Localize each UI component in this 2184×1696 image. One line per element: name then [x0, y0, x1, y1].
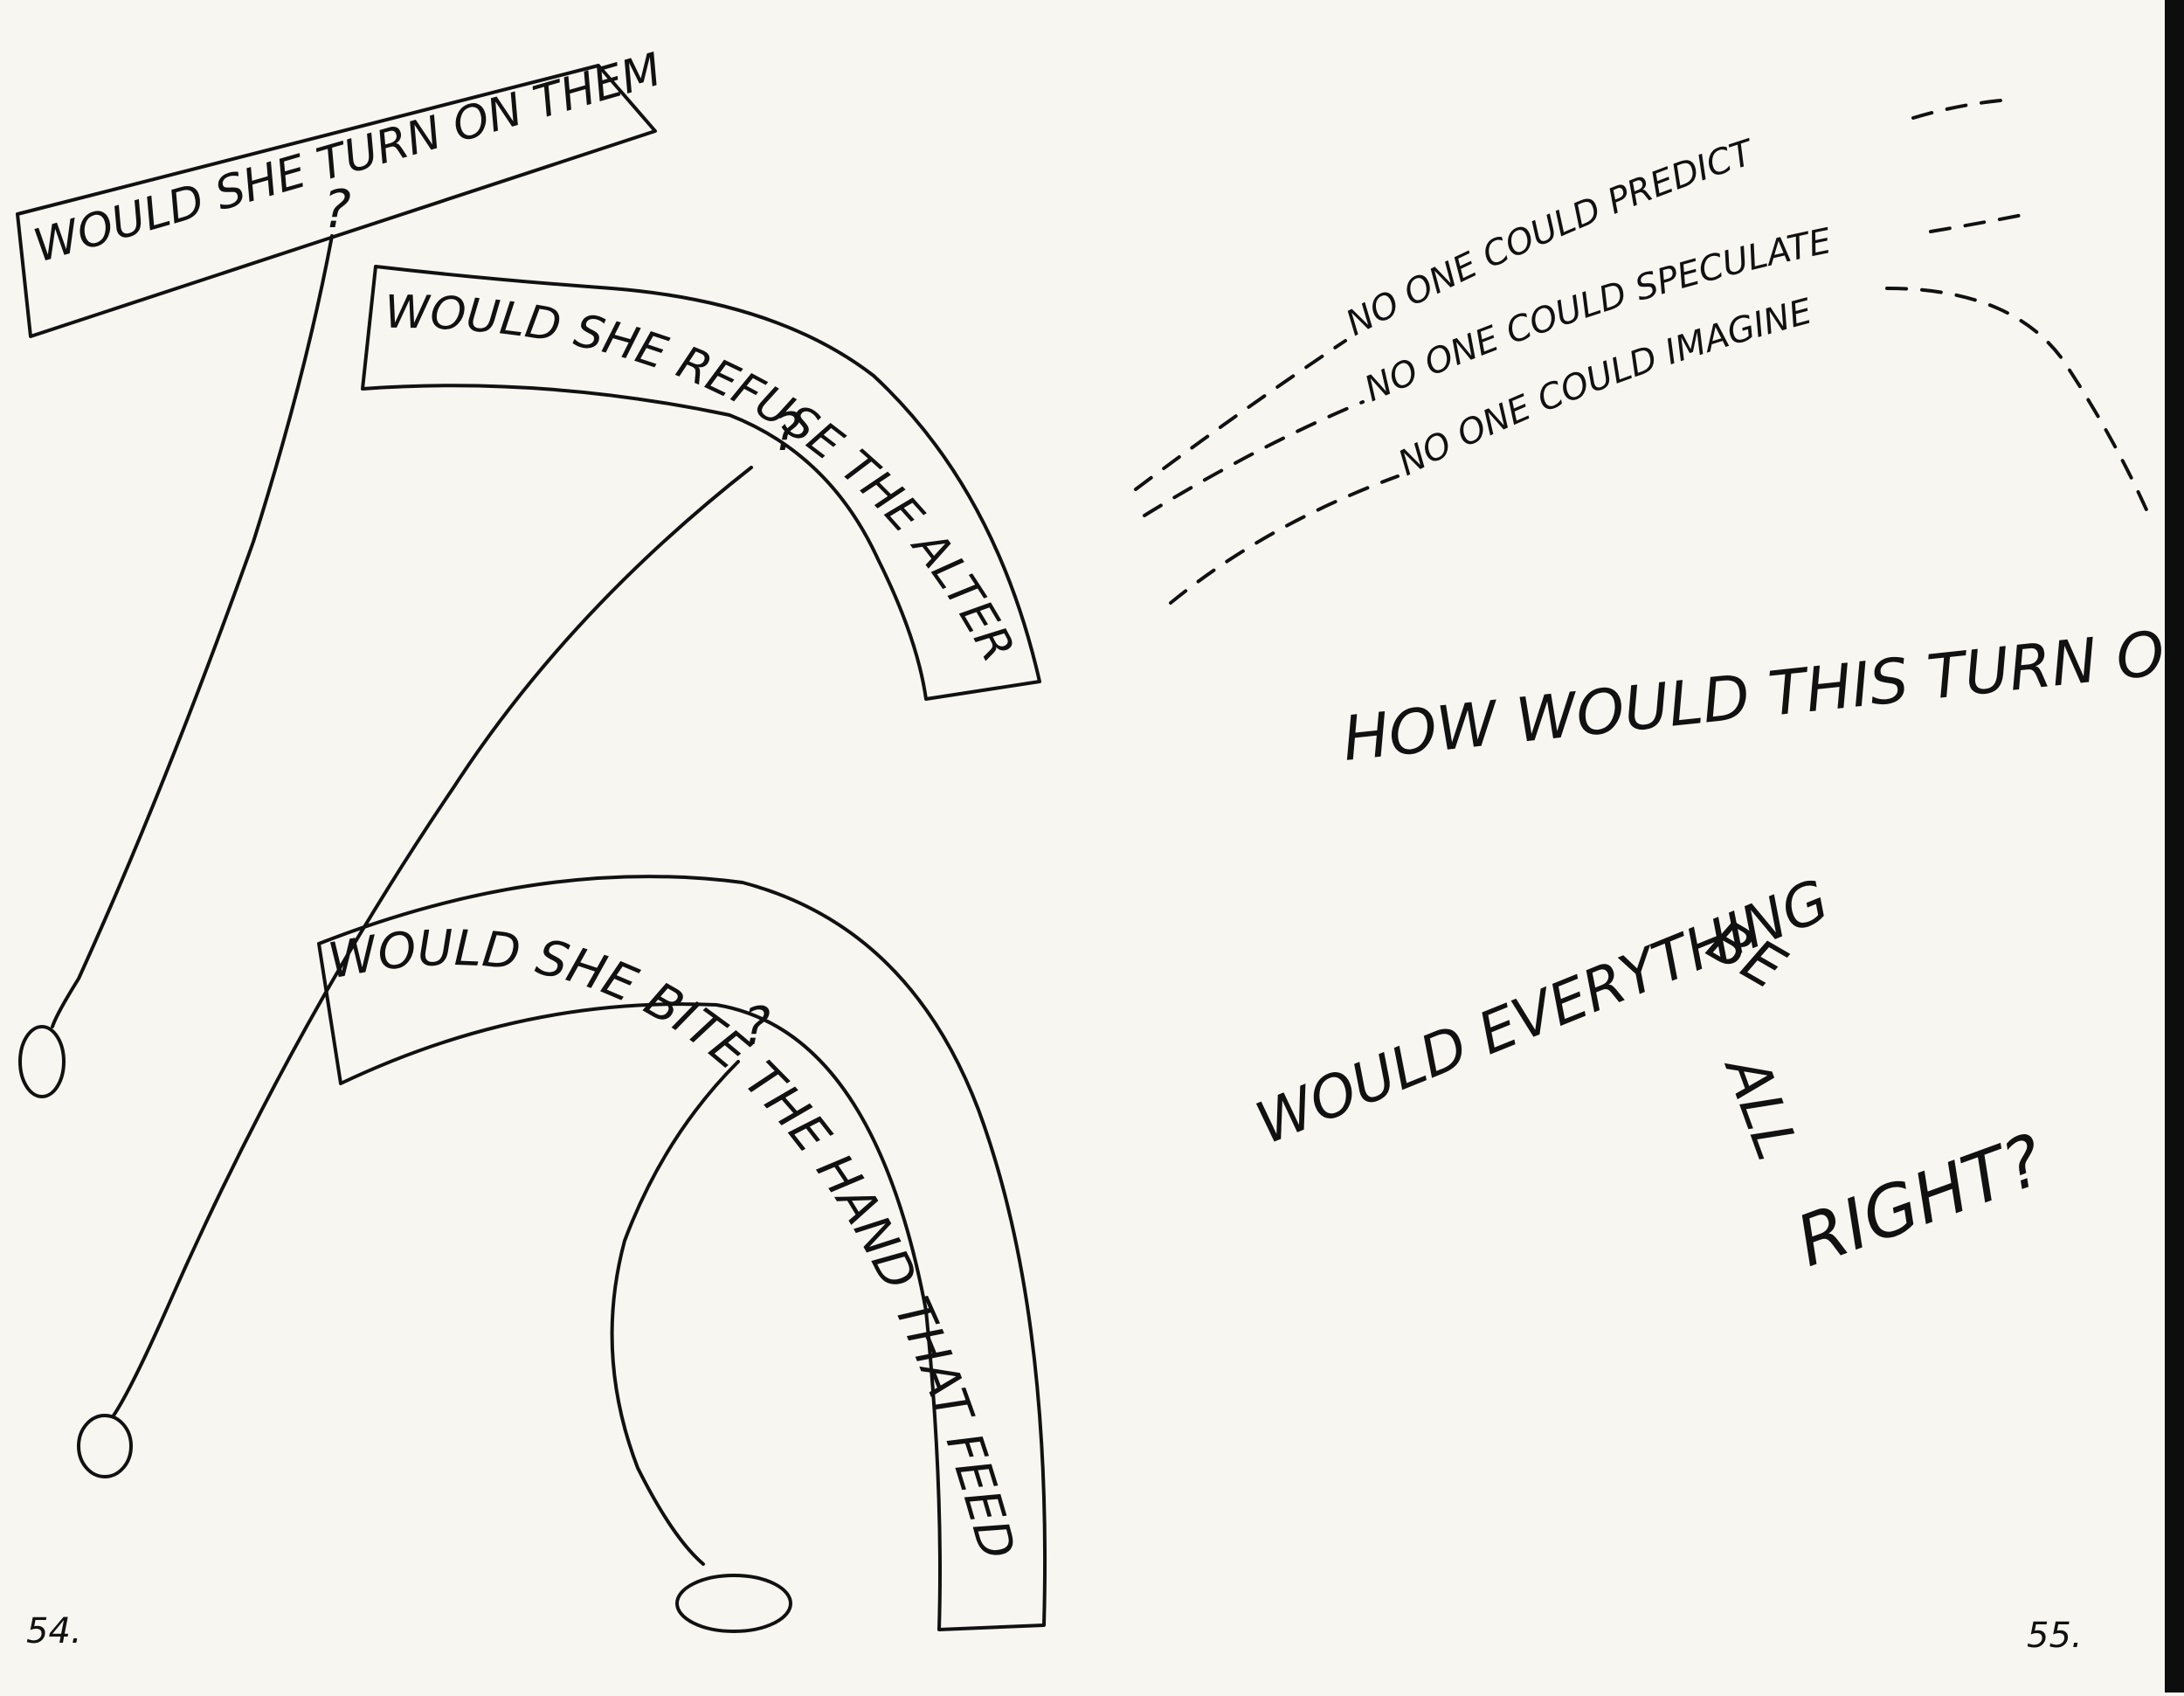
stem-knob — [77, 1414, 133, 1478]
dashed-line — [1885, 287, 2151, 517]
stem-line — [51, 234, 334, 1028]
question-all-right: WOULD EVERYTHING BE ALL RIGHT? — [1247, 867, 2054, 1283]
bubble-outline — [317, 875, 1047, 1631]
dashed-line — [1929, 212, 2028, 233]
dashed-line — [1134, 339, 1347, 491]
question-mark: ? — [323, 179, 351, 240]
stem-knob — [675, 1574, 792, 1633]
bubble-outline — [16, 64, 657, 338]
question-part-3: ALL — [1711, 1044, 1811, 1168]
question-part-4: RIGHT? — [1787, 1118, 2055, 1282]
page-number-right: 55. — [2027, 1616, 2083, 1656]
dashed-trails: NO ONE COULD PREDICT NO ONE COULD SPECUL… — [1134, 99, 2151, 605]
dashed-line — [1911, 99, 2002, 120]
bubble-bite-the-hand: WOULD SHE BITE THE HAND THAT FEEDS HER ? — [0, 0, 1047, 1633]
stem-line — [610, 1060, 740, 1566]
stem-line — [112, 466, 753, 1417]
page-edge — [2165, 0, 2184, 1693]
page-number-left: 54. — [26, 1611, 82, 1651]
stem-knob — [18, 1025, 66, 1098]
dashed-line — [1169, 474, 1400, 605]
question-mark: ? — [743, 996, 771, 1057]
question-turn-out: HOW WOULD THIS TURN OUT? — [1339, 606, 2184, 775]
dashed-line — [1143, 400, 1365, 517]
question-mark: ? — [773, 402, 801, 463]
bubble-outline — [361, 265, 1041, 701]
